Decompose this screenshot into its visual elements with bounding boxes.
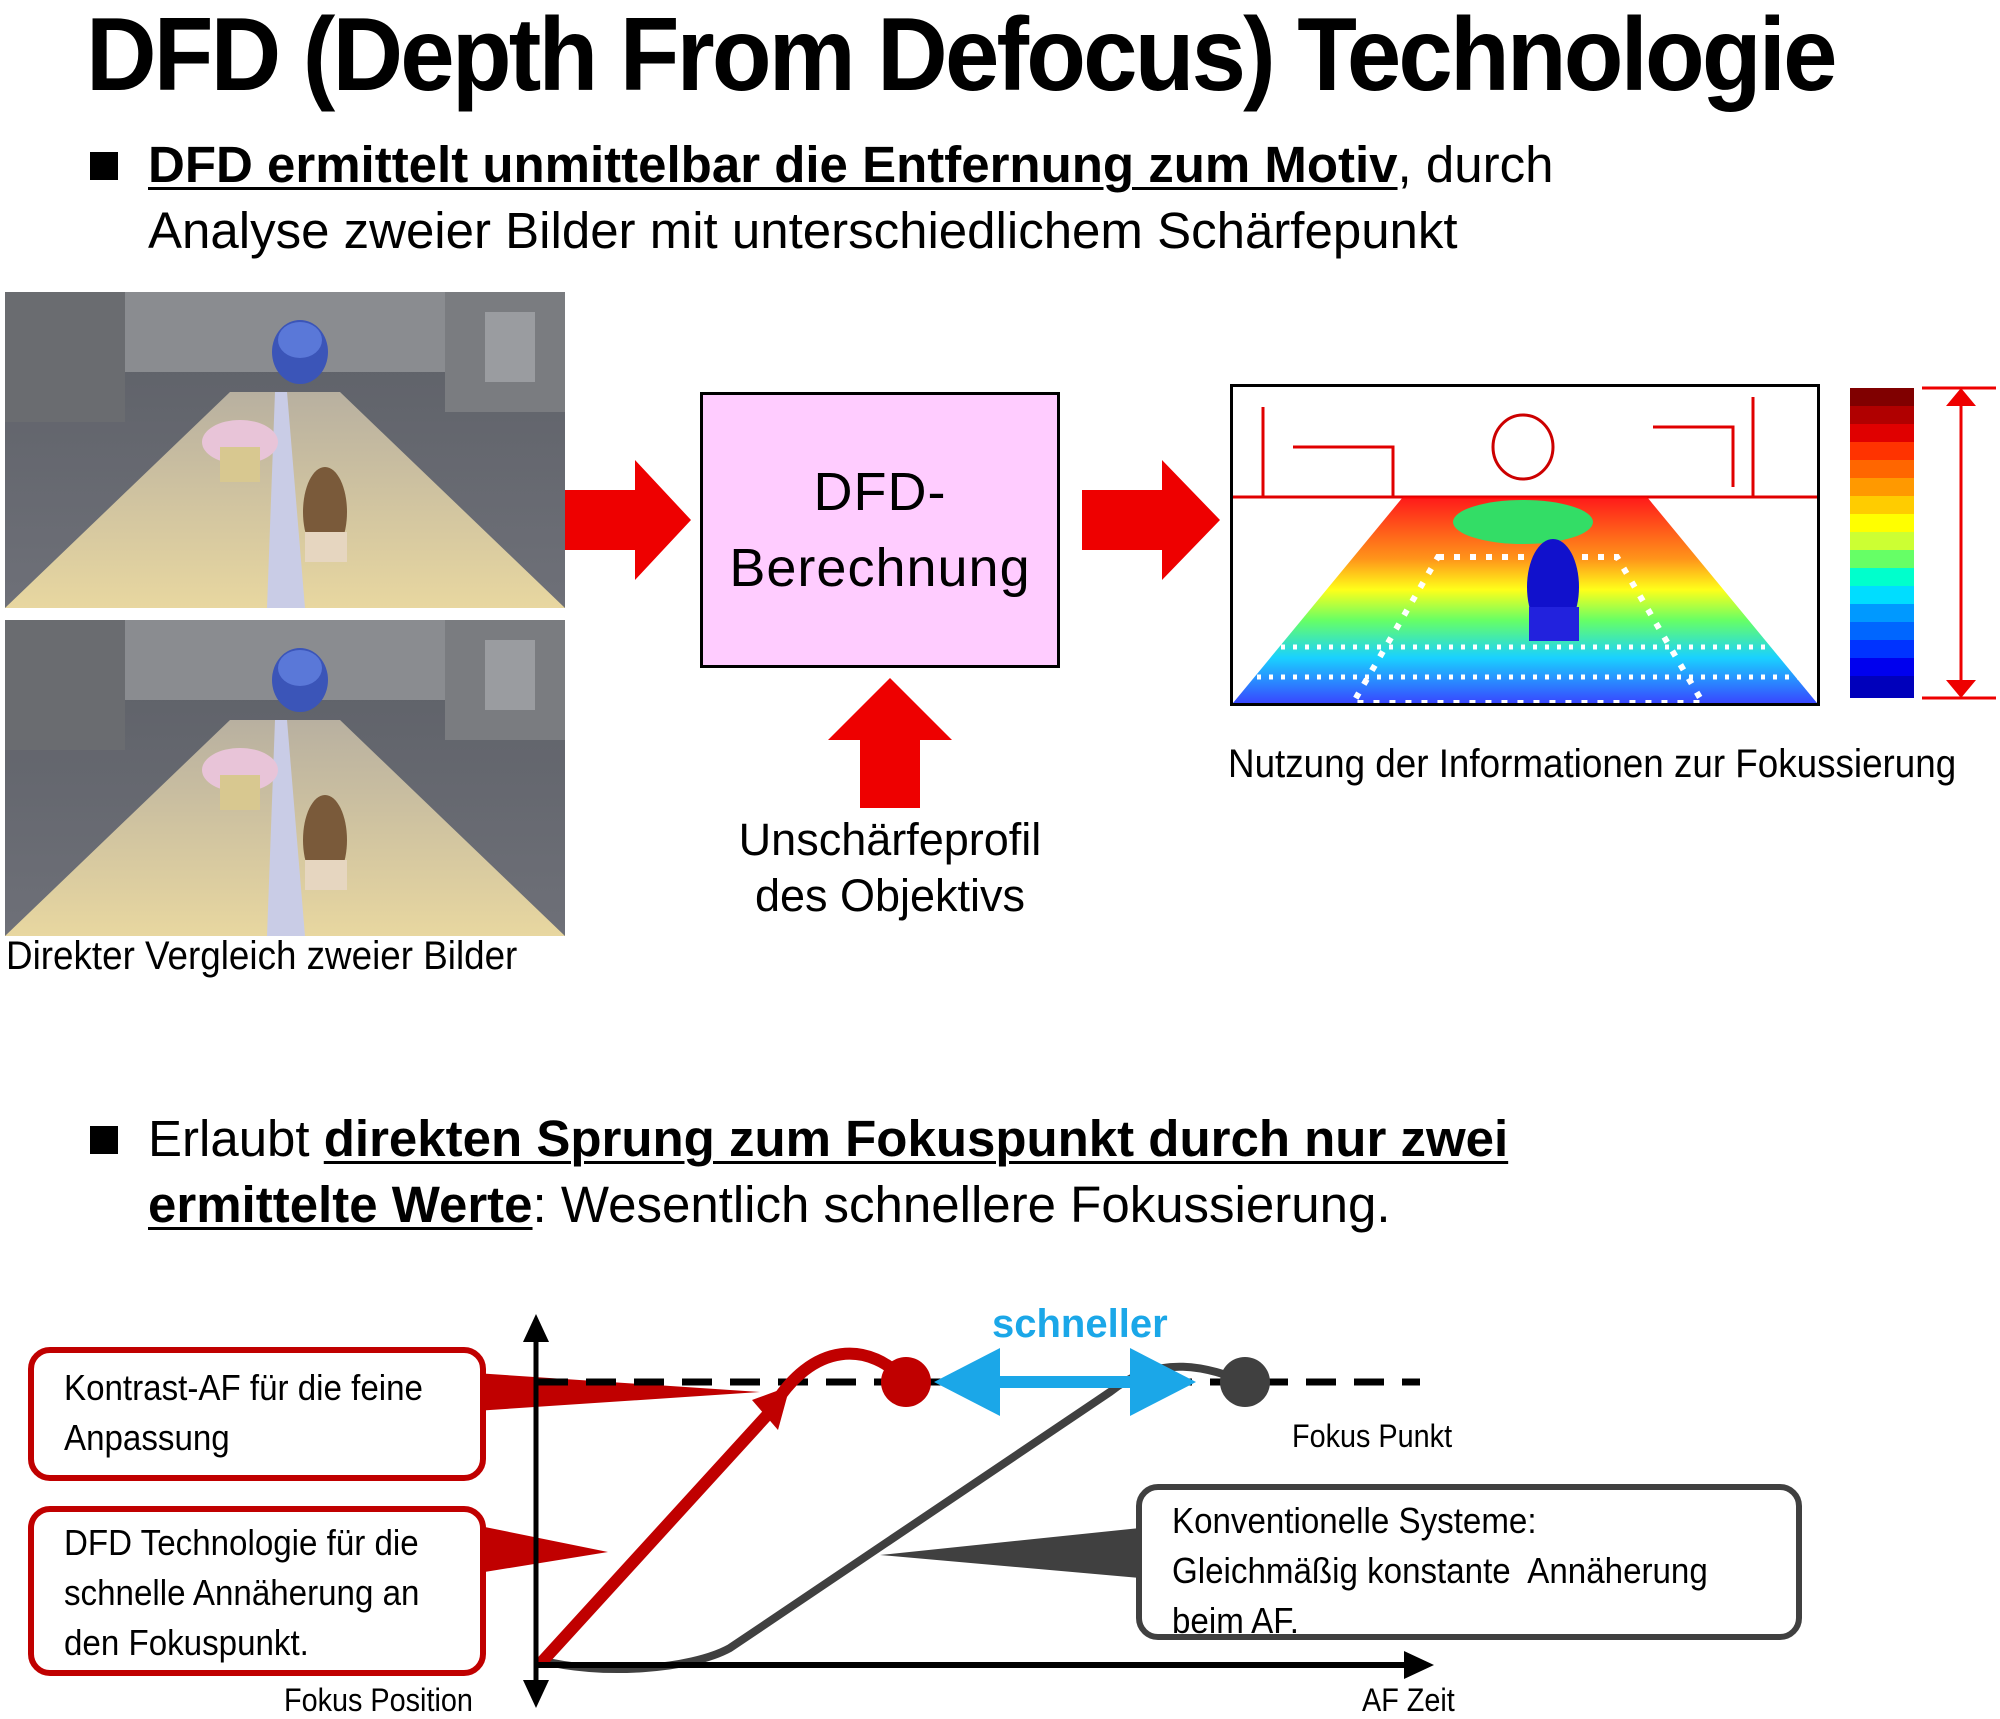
- callout-conventional-line2: Gleichmäßig konstante Annäherung: [1172, 1550, 1708, 1591]
- conventional-focus-dot: [1220, 1357, 1270, 1407]
- color-scale-bar: [1850, 388, 1914, 698]
- page-title: DFD (Depth From Defocus) Technologie: [86, 0, 1837, 113]
- focus-graph: [460, 1314, 1434, 1708]
- bullet-2-lead: Erlaubt: [148, 1110, 324, 1167]
- contrast-af-callout: Kontrast-AF für die feine Anpassung: [28, 1347, 486, 1481]
- bullet-2-bold1: direkten Sprung zum Fokuspunkt durch nur…: [323, 1110, 1509, 1167]
- bullet-1-rest: , durch: [1397, 136, 1554, 193]
- arrow-right-icon: [565, 460, 691, 580]
- photo-near-focus-graphic: [5, 292, 565, 608]
- speed-arrow-left-icon: [934, 1348, 1000, 1416]
- bullet-2-bold2: ermittelte Werte: [148, 1176, 533, 1233]
- depth-map-image: [1230, 384, 1820, 706]
- depth-map-graphic: [1233, 387, 1817, 703]
- x-axis-arrow-icon: [1404, 1651, 1434, 1679]
- y-axis-label: Fokus Position: [284, 1682, 473, 1718]
- dfd-focus-dot: [881, 1357, 931, 1407]
- contrast-callout-pointer: [460, 1372, 760, 1412]
- depth-caption: Nutzung der Informationen zur Fokussieru…: [1228, 742, 1957, 786]
- speed-label: schneller: [992, 1302, 1168, 1346]
- photo-far-focus: [5, 620, 565, 936]
- x-axis-label: AF Zeit: [1362, 1682, 1455, 1718]
- dfd-box-line1: DFD-: [813, 462, 947, 522]
- photo-far-focus-graphic: [5, 620, 565, 936]
- arrow-up-icon: [828, 678, 952, 808]
- bullet-1-line2: Analyse zweier Bilder mit unterschiedlic…: [148, 202, 1458, 259]
- arrow-right-icon: [1082, 460, 1220, 580]
- callout-dfd-line1: DFD Technologie für die: [64, 1522, 419, 1563]
- callout-dfd-line2: schnelle Annäherung an: [64, 1572, 420, 1613]
- callout-contrast-line1: Kontrast-AF für die feine: [64, 1367, 423, 1408]
- bullet-1-bold: DFD ermittelt unmittelbar die Entfernung…: [148, 136, 1398, 193]
- dfd-box-line2: Berechnung: [729, 538, 1031, 598]
- dfd-curve-arrowhead: [752, 1386, 790, 1430]
- callout-dfd-line3: den Fokuspunkt.: [64, 1622, 309, 1663]
- bullet-square-icon: [90, 152, 118, 180]
- conventional-systems-callout: Konventionelle Systeme: Gleichmäßig kons…: [1136, 1484, 1802, 1641]
- dfd-technology-callout: DFD Technologie für die schnelle Annäher…: [28, 1506, 486, 1676]
- images-caption: Direkter Vergleich zweier Bilder: [6, 934, 518, 978]
- callout-contrast-line2: Anpassung: [64, 1417, 230, 1458]
- bullet-2-rest: : Wesentlich schnellere Fokussierung.: [532, 1176, 1391, 1233]
- y-axis-arrow-up-icon: [523, 1314, 549, 1342]
- bullet-1-text: DFD ermittelt unmittelbar die Entfernung…: [148, 132, 1553, 264]
- blur-profile-line1: Unschärfeprofil: [738, 814, 1042, 865]
- conventional-curve: [538, 1362, 1247, 1674]
- callout-conventional-line3: beim AF.: [1172, 1600, 1300, 1641]
- callout-conventional-line1: Konventionelle Systeme:: [1172, 1500, 1537, 1541]
- speed-arrow-right-icon: [1130, 1348, 1196, 1416]
- focus-point-label: Fokus Punkt: [1292, 1418, 1453, 1454]
- dfd-calculation-box: DFD- Berechnung: [700, 392, 1060, 668]
- y-axis-arrow-down-icon: [523, 1680, 549, 1708]
- bullet-square-icon: [90, 1126, 118, 1154]
- conventional-callout-pointer: [880, 1528, 1140, 1578]
- photo-near-focus: [5, 292, 565, 608]
- bullet-2-text: Erlaubt direkten Sprung zum Fokuspunkt d…: [148, 1106, 1508, 1238]
- blur-profile-line2: des Objektivs: [754, 870, 1026, 921]
- depth-color-scale: [1850, 386, 1996, 700]
- blur-profile-label: Unschärfeprofil des Objektivs: [700, 812, 1080, 924]
